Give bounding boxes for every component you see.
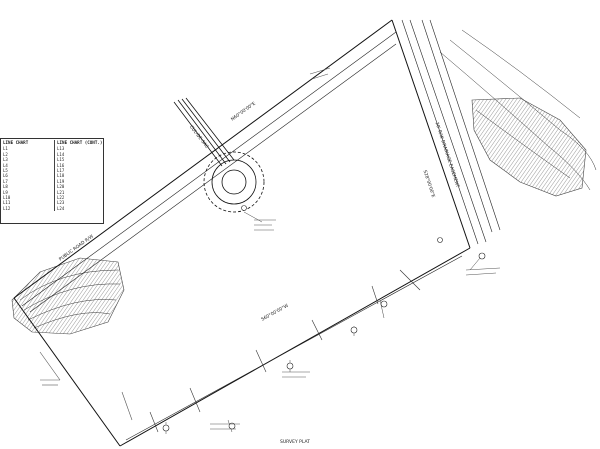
line-chart-row: L23 bbox=[57, 200, 65, 206]
line-chart-row: L9 bbox=[3, 189, 8, 195]
line-chart-row: L13 bbox=[57, 146, 65, 152]
line-chart-row: L12 bbox=[3, 205, 11, 211]
line-chart-row: L17 bbox=[57, 168, 65, 174]
line-chart-column-1: LINE CHART L1 L2 L3 L4 L5 L6 L7 L8 L9 L1… bbox=[3, 140, 52, 211]
line-chart-table: LINE CHART L1 L2 L3 L4 L5 L6 L7 L8 L9 L1… bbox=[0, 138, 104, 224]
footer-label: SURVEY PLAT bbox=[280, 440, 310, 445]
line-chart-row: L19 bbox=[57, 178, 65, 184]
line-chart-row: L24 bbox=[57, 205, 65, 211]
line-chart-row: L18 bbox=[57, 173, 65, 179]
line-chart-row: L14 bbox=[57, 151, 65, 157]
lot-lines bbox=[149, 269, 421, 433]
line-chart-row: L11 bbox=[3, 200, 11, 206]
note-text-blocks bbox=[39, 67, 501, 430]
line-chart-row: L4 bbox=[3, 162, 8, 168]
line-chart-row: L15 bbox=[57, 157, 65, 163]
line-chart-cont-title: LINE CHART (CONT.) bbox=[57, 140, 103, 145]
line-chart-row: L10 bbox=[3, 195, 11, 201]
line-chart-row: L3 bbox=[3, 157, 8, 163]
contour-lines-west bbox=[19, 269, 121, 329]
road-right-of-way bbox=[21, 19, 487, 441]
line-chart-row: L21 bbox=[57, 189, 65, 195]
line-chart-row: L7 bbox=[3, 178, 8, 184]
wooded-area-west bbox=[11, 257, 125, 335]
survey-markers bbox=[162, 205, 486, 432]
line-chart-row: L5 bbox=[3, 168, 8, 174]
line-chart-title: LINE CHART bbox=[3, 140, 29, 145]
contour-lines-east bbox=[439, 29, 597, 191]
wooded-area-east bbox=[471, 97, 587, 197]
line-chart-row: L20 bbox=[57, 184, 65, 190]
line-chart-column-2: LINE CHART (CONT.) L13 L14 L15 L16 L17 L… bbox=[54, 140, 103, 212]
callout-leaders bbox=[165, 211, 481, 434]
drainage-easement bbox=[421, 19, 501, 233]
line-chart-row: L22 bbox=[57, 195, 65, 201]
line-chart-row: L6 bbox=[3, 173, 8, 179]
parcel-boundary bbox=[13, 19, 471, 447]
line-chart-row: L1 bbox=[3, 146, 8, 152]
line-chart-row: L16 bbox=[57, 162, 65, 168]
line-chart-row: L2 bbox=[3, 151, 8, 157]
line-chart-row: L8 bbox=[3, 184, 8, 190]
cul-de-sac-road bbox=[173, 97, 265, 213]
